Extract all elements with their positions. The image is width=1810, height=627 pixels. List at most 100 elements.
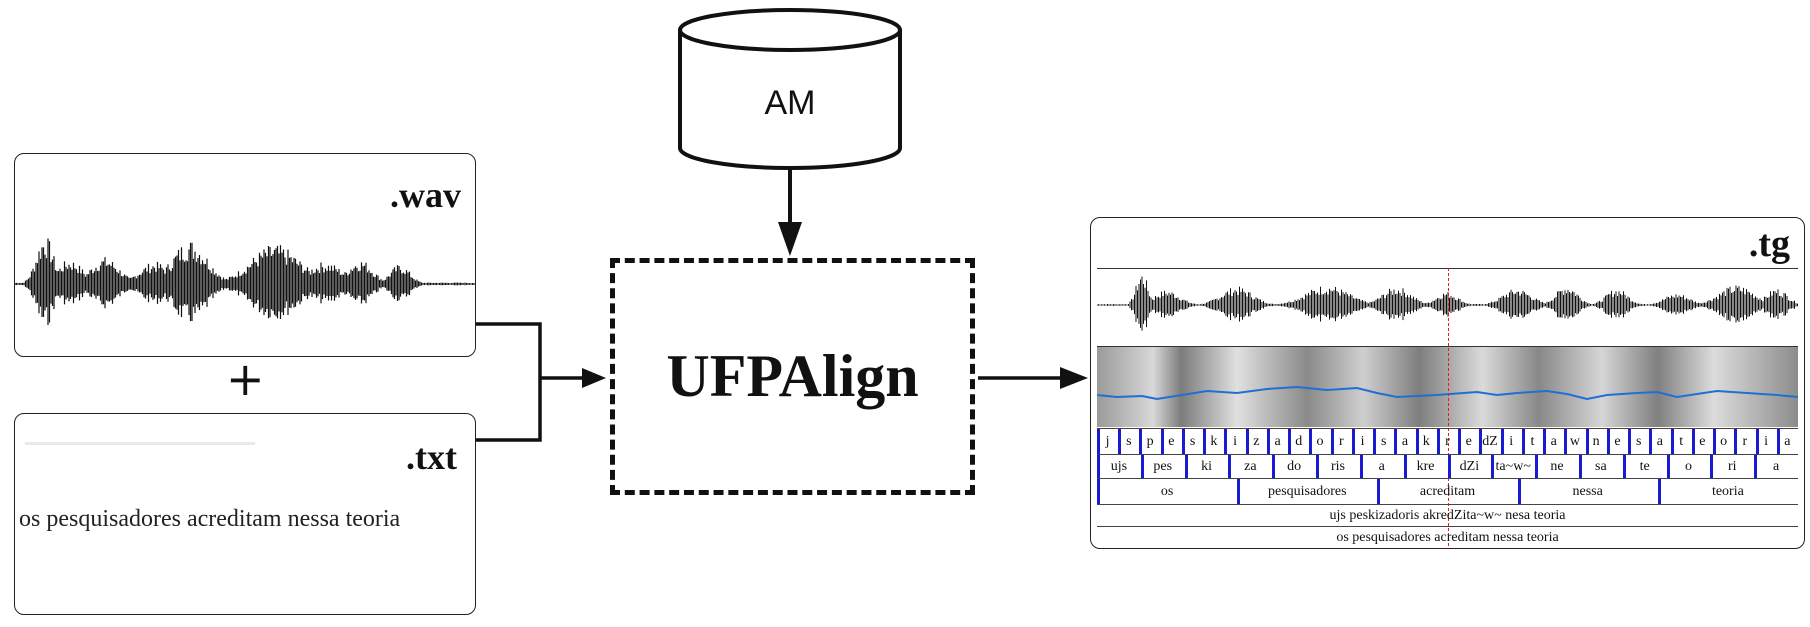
tier-segment: e [1465, 434, 1472, 449]
tier-boundary [1628, 429, 1632, 455]
tier-segment: pesquisadores [1268, 484, 1347, 499]
tier-segment: d [1295, 434, 1303, 449]
tier-boundary [1543, 429, 1547, 455]
tier-segment: sa [1595, 459, 1607, 474]
tier-segment: ta~w~ [1495, 459, 1531, 474]
tier-segment: a [1274, 434, 1281, 449]
tier-boundary [1403, 455, 1407, 479]
tier-boundary [1535, 455, 1539, 479]
tier-boundary [1491, 455, 1495, 479]
tier-boundary [1500, 429, 1504, 455]
tier-boundary [1415, 429, 1419, 455]
tier-boundary [1578, 455, 1582, 479]
tier-boundary [1309, 429, 1313, 455]
tier-boundary [1097, 429, 1100, 455]
phonetic-sentence-tier: ujs peskizadoris akredZita~w~ nesa teori… [1097, 504, 1798, 527]
acoustic-model-label: AM [764, 84, 816, 122]
tier-segment: pes [1153, 459, 1173, 474]
tier-segment: a [1772, 459, 1780, 474]
tier-segment: dZ [1482, 434, 1498, 449]
tier-boundary [1237, 479, 1241, 505]
orthographic-sentence: os pesquisadores acreditam nessa teoria [1336, 530, 1559, 545]
tier-boundary [1184, 455, 1188, 479]
plus-sign: + [226, 352, 265, 406]
tier-boundary [1447, 455, 1451, 479]
tier-boundary [1521, 429, 1525, 455]
tier-boundary [1097, 479, 1100, 505]
txt-extension-label: .txt [406, 437, 457, 477]
tier-boundary [1585, 429, 1589, 455]
tier-boundary [1266, 429, 1270, 455]
tier-segment: i [1360, 434, 1365, 449]
tier-boundary [1139, 429, 1143, 455]
tier-segment: k [1422, 434, 1430, 449]
tier-boundary [1622, 455, 1626, 479]
tier-boundary [1606, 429, 1610, 455]
tier-boundary [1330, 429, 1334, 455]
tier-segment: t [1530, 434, 1535, 449]
tier-segment: os [1160, 484, 1174, 499]
tier-segment: ki [1201, 459, 1212, 474]
tier-boundary [1351, 429, 1355, 455]
tier-segment: s [1189, 434, 1196, 449]
tier-segment: s [1635, 434, 1642, 449]
tier-segment: ujs [1110, 459, 1128, 474]
pitch-contour [1096, 385, 1799, 401]
tier-segment: t [1679, 434, 1684, 449]
tier-segment: nessa [1572, 484, 1603, 499]
tier-segment: p [1146, 434, 1154, 449]
tier-boundary [1436, 429, 1440, 455]
tier-segment: o [1720, 434, 1728, 449]
tier-boundary [1288, 429, 1292, 455]
connector-txt [476, 378, 542, 442]
word-tier: os pesquisadores acreditam nessa teoria [1097, 478, 1798, 505]
tier-boundary [1776, 429, 1780, 455]
tier-segment: a [1550, 434, 1557, 449]
tier-boundary [1710, 455, 1714, 479]
tier-segment: ri [1728, 459, 1737, 474]
tier-boundary [1691, 429, 1695, 455]
connector-wav [476, 322, 542, 378]
wav-waveform [15, 238, 475, 325]
tier-boundary [1713, 429, 1717, 455]
tier-segment: z [1253, 434, 1260, 449]
arrow-inputs-to-aligner-head [582, 368, 606, 388]
tier-boundary [1316, 455, 1320, 479]
tier-segment: r [1445, 434, 1450, 449]
arrow-am-to-aligner-head [778, 222, 802, 256]
tier-boundary [1458, 429, 1462, 455]
tier-boundary [1754, 455, 1758, 479]
orthographic-sentence-tier: os pesquisadores acreditam nessa teoria [1097, 526, 1798, 549]
tier-segment: acreditam [1419, 484, 1476, 499]
tier-boundary [1224, 429, 1228, 455]
tier-boundary [1118, 429, 1122, 455]
tier-segment: o [1316, 434, 1324, 449]
am-cylinder [678, 8, 902, 170]
tier-boundary [1181, 429, 1185, 455]
tier-segment: a [1784, 434, 1791, 449]
tier-boundary [1657, 479, 1661, 505]
tier-boundary [1517, 479, 1521, 505]
tier-segment: s [1126, 434, 1132, 449]
tier-boundary [1564, 429, 1568, 455]
txt-file-box: .txt os pesquisadores acreditam nessa te… [14, 413, 476, 615]
tier-boundary [1140, 455, 1144, 479]
tier-boundary [1755, 429, 1759, 455]
wav-file-box: .wav [14, 153, 476, 357]
tier-segment: teoria [1711, 484, 1744, 499]
tier-segment: i [1233, 434, 1238, 449]
tier-boundary [1373, 429, 1377, 455]
aligner-box: UFPAlign [610, 258, 975, 495]
tier-boundary [1228, 455, 1232, 479]
tier-segment: j [1105, 434, 1110, 449]
tier-segment: e [1614, 434, 1621, 449]
tier-boundary [1666, 455, 1670, 479]
faint-rule [25, 442, 255, 445]
tier-segment: dZi [1459, 459, 1480, 474]
tier-boundary [1394, 429, 1398, 455]
tier-boundary [1160, 429, 1164, 455]
tier-boundary [1649, 429, 1653, 455]
tier-boundary [1097, 455, 1100, 479]
